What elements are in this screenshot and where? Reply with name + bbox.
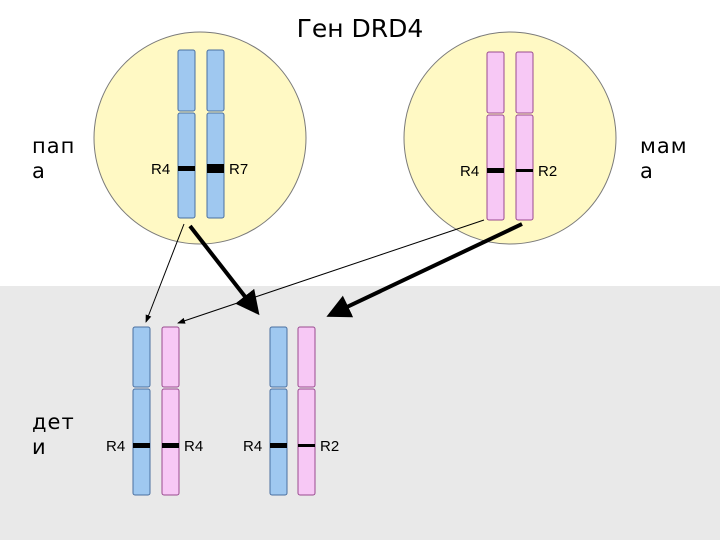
children-label: дети [32, 410, 75, 459]
child2-chromosome-left [269, 326, 288, 496]
allele-band [298, 444, 315, 447]
allele-band [133, 443, 150, 448]
allele-band [270, 443, 287, 448]
mother-chromosome-right [515, 51, 534, 221]
child1-allele-left-label: R4 [106, 438, 125, 455]
mother-cell [403, 31, 617, 245]
mother-allele-right-label: R2 [538, 163, 557, 180]
child1-chromosome-left [132, 326, 151, 496]
father-cell [93, 31, 307, 245]
arrow-father-to-child1 [145, 223, 185, 323]
father-allele-left-label: R4 [151, 161, 170, 178]
child2-allele-right-label: R2 [320, 438, 339, 455]
arrow-father-to-child2 [188, 224, 260, 316]
father-allele-right-label: R7 [229, 161, 248, 178]
mother-chromosome-left [486, 51, 505, 221]
diagram-title: Ген DRD4 [296, 14, 424, 43]
mother-label: мама [640, 134, 688, 183]
allele-band [487, 168, 504, 173]
father-chromosome-right [206, 49, 225, 219]
arrow-mother-to-child2 [326, 222, 523, 318]
allele-band [178, 166, 195, 171]
father-label: папа [32, 134, 76, 183]
child2-allele-left-label: R4 [243, 438, 262, 455]
mother-allele-left-label: R4 [460, 163, 479, 180]
child1-allele-right-label: R4 [184, 438, 203, 455]
allele-band [516, 169, 533, 172]
allele-band [162, 443, 179, 448]
child1-chromosome-right [161, 326, 180, 496]
arrow-mother-to-child1 [177, 219, 485, 324]
child2-chromosome-right [297, 326, 316, 496]
father-chromosome-left [177, 49, 196, 219]
allele-band [207, 164, 224, 173]
children-background [0, 286, 720, 540]
